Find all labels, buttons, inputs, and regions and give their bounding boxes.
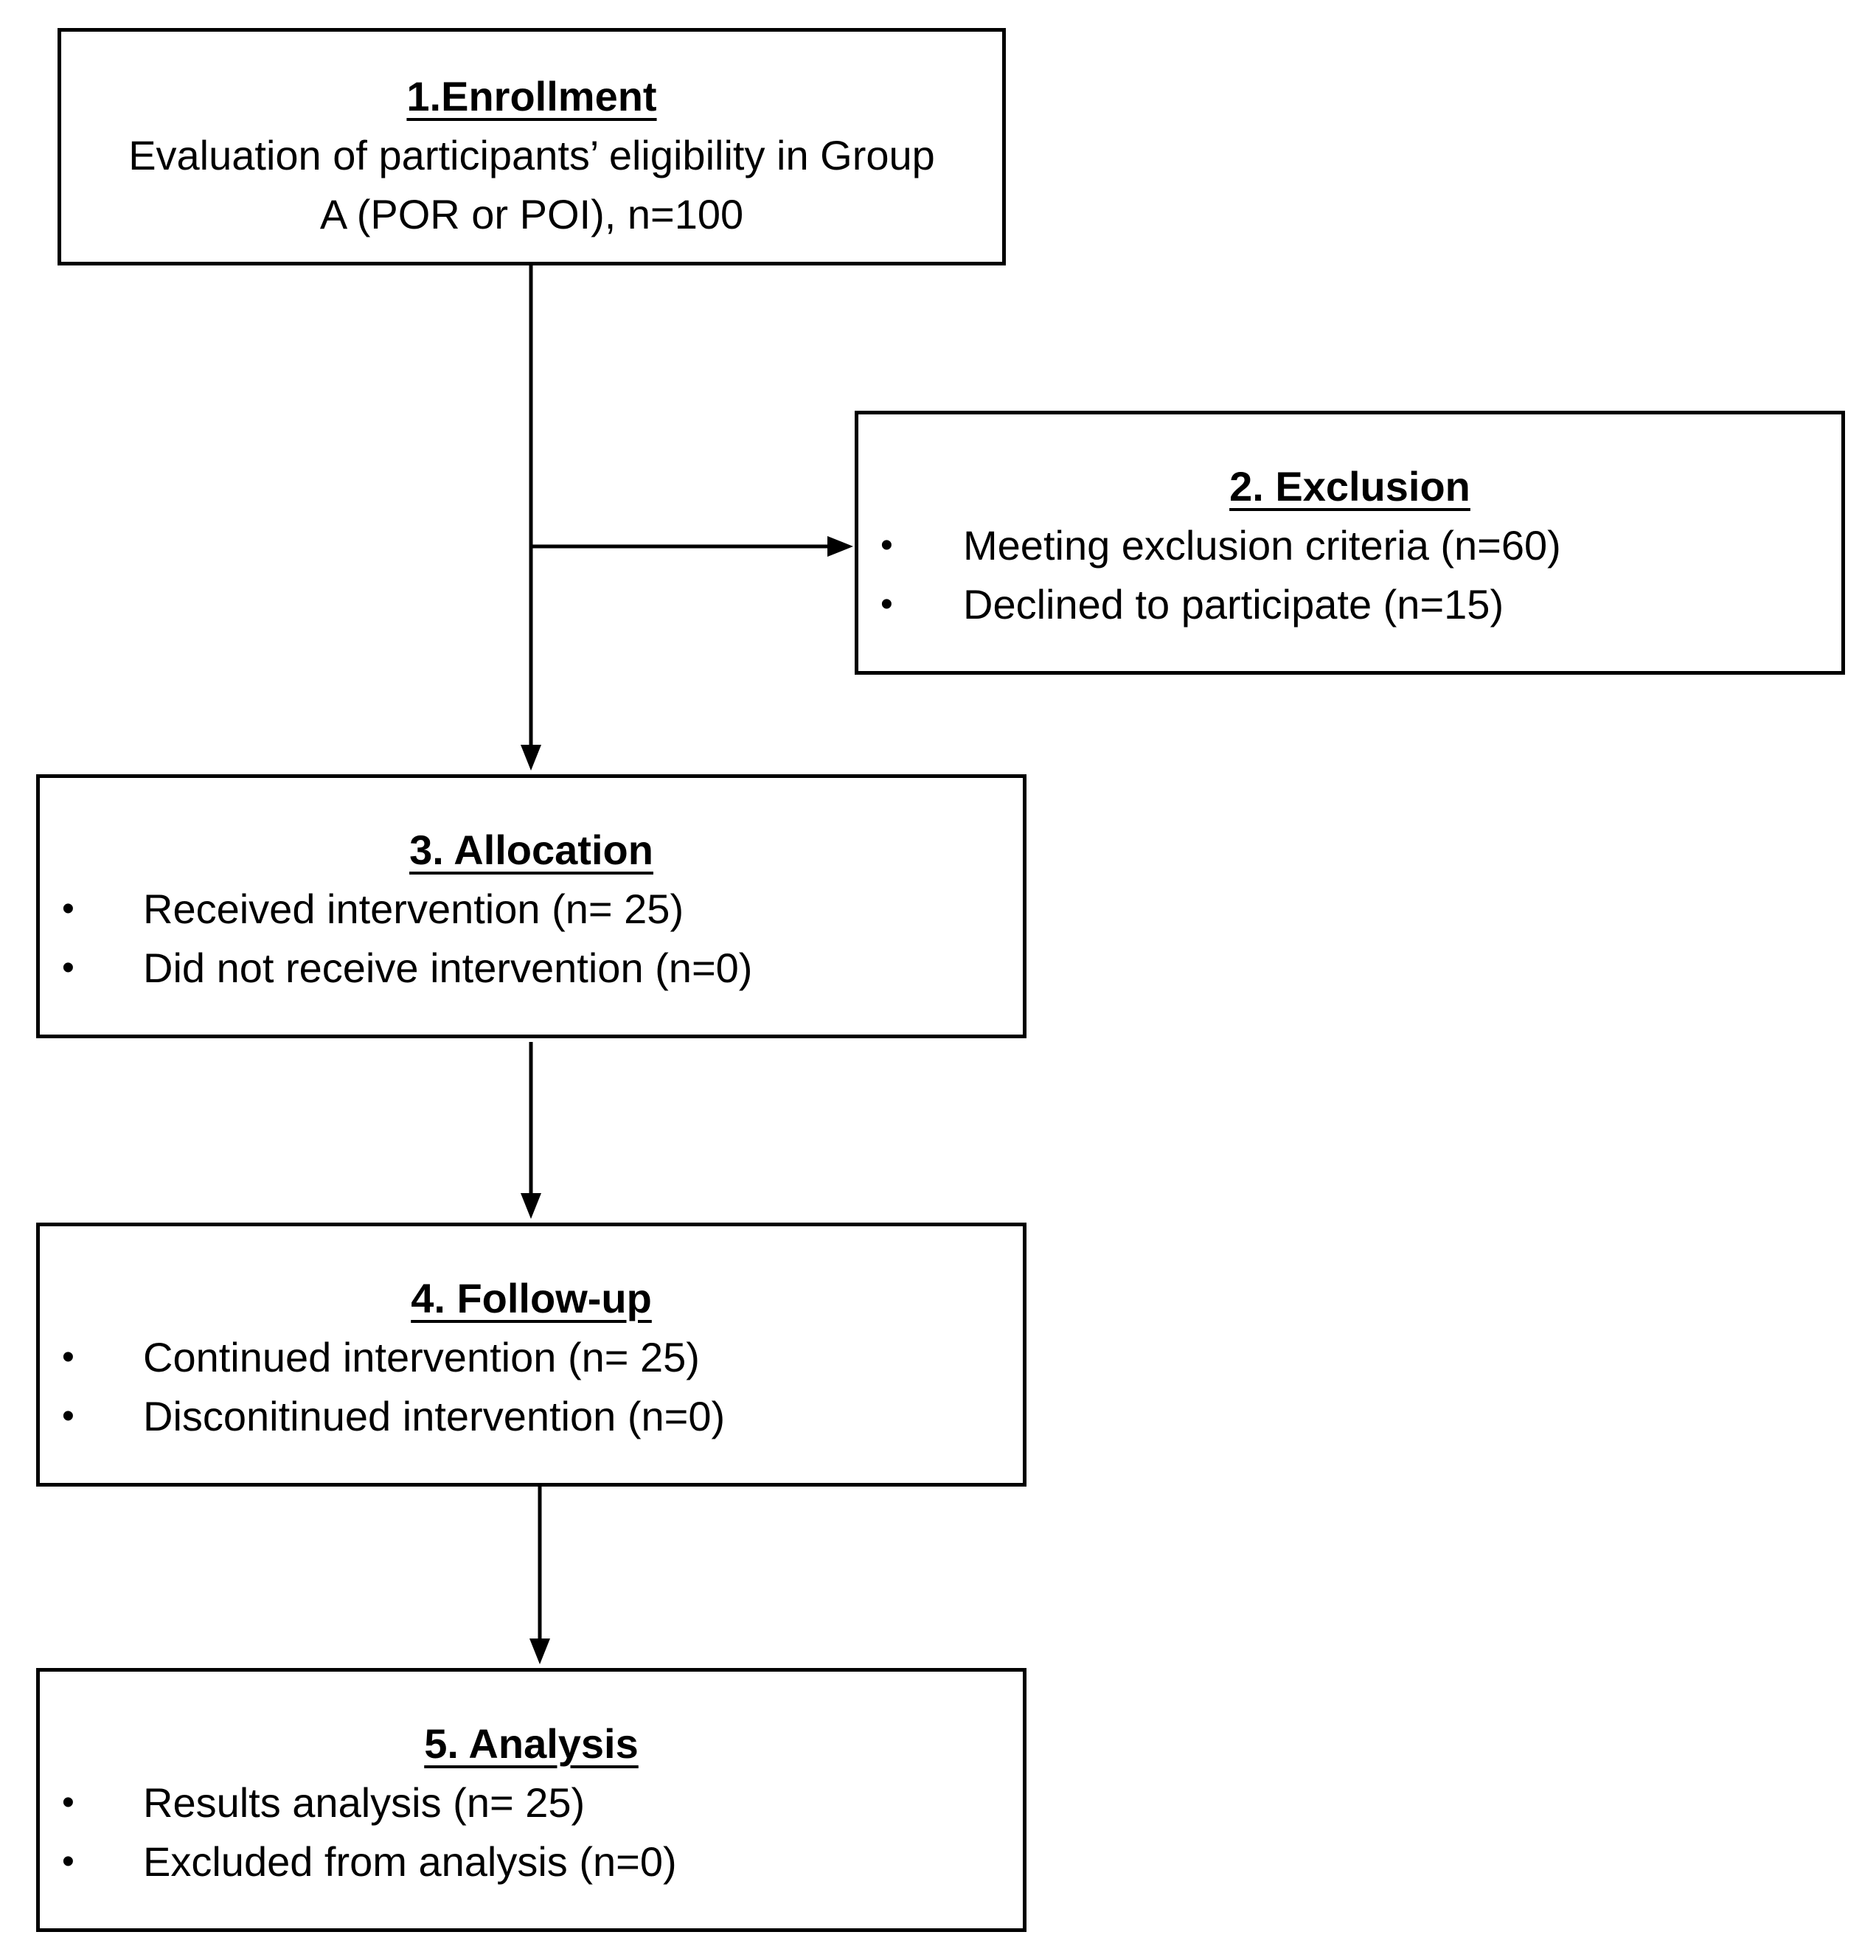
exclusion-title: 2. Exclusion: [1229, 463, 1470, 510]
bullet-icon: •: [62, 889, 74, 928]
enrollment-text-line1: Evaluation of participants’ eligibility …: [128, 132, 935, 178]
allocation-title: 3. Allocation: [409, 827, 653, 873]
enrollment-box: 1.Enrollment Evaluation of participants’…: [58, 28, 1006, 265]
enrollment-title: 1.Enrollment: [406, 73, 657, 119]
list-item: • Disconitinued intervention (n=0): [40, 1387, 1023, 1446]
exclusion-item-label: Meeting exclusion criteria (n=60): [963, 522, 1561, 569]
bullet-icon: •: [880, 585, 893, 624]
allocation-item-label: Did not receive intervention (n=0): [143, 945, 753, 991]
exclusion-list: • Meeting exclusion criteria (n=60) • De…: [858, 516, 1841, 634]
arrowhead-to-analysis: [529, 1638, 550, 1664]
exclusion-box: 2. Exclusion • Meeting exclusion criteri…: [855, 411, 1845, 675]
allocation-box: 3. Allocation • Received intervention (n…: [36, 774, 1026, 1038]
arrowhead-to-allocation: [521, 745, 541, 771]
followup-title: 4. Follow-up: [411, 1275, 652, 1321]
followup-item-label: Disconitinued intervention (n=0): [143, 1393, 726, 1439]
list-item: • Meeting exclusion criteria (n=60): [858, 516, 1841, 575]
allocation-list: • Received intervention (n= 25) • Did no…: [40, 880, 1023, 998]
bullet-icon: •: [62, 1842, 74, 1881]
list-item: • Continued intervention (n= 25): [40, 1328, 1023, 1387]
list-item: • Results analysis (n= 25): [40, 1773, 1023, 1832]
list-item: • Did not receive intervention (n=0): [40, 939, 1023, 998]
analysis-list: • Results analysis (n= 25) • Excluded fr…: [40, 1773, 1023, 1891]
bullet-icon: •: [880, 526, 893, 565]
allocation-item-label: Received intervention (n= 25): [143, 886, 684, 932]
bullet-icon: •: [62, 1783, 74, 1822]
bullet-icon: •: [62, 948, 74, 987]
list-item: • Excluded from analysis (n=0): [40, 1832, 1023, 1891]
followup-list: • Continued intervention (n= 25) • Disco…: [40, 1328, 1023, 1446]
arrowhead-to-exclusion: [827, 536, 853, 557]
analysis-item-label: Results analysis (n= 25): [143, 1779, 586, 1826]
bullet-icon: •: [62, 1397, 74, 1436]
exclusion-item-label: Declined to participate (n=15): [963, 581, 1504, 628]
followup-box: 4. Follow-up • Continued intervention (n…: [36, 1223, 1026, 1487]
followup-item-label: Continued intervention (n= 25): [143, 1334, 700, 1380]
bullet-icon: •: [62, 1338, 74, 1377]
analysis-title: 5. Analysis: [424, 1720, 639, 1767]
analysis-item-label: Excluded from analysis (n=0): [143, 1838, 677, 1885]
list-item: • Declined to participate (n=15): [858, 575, 1841, 634]
arrowhead-to-followup: [521, 1193, 541, 1219]
analysis-box: 5. Analysis • Results analysis (n= 25) •…: [36, 1668, 1026, 1932]
enrollment-text-line2: A (POR or POI), n=100: [319, 191, 744, 237]
list-item: • Received intervention (n= 25): [40, 880, 1023, 939]
